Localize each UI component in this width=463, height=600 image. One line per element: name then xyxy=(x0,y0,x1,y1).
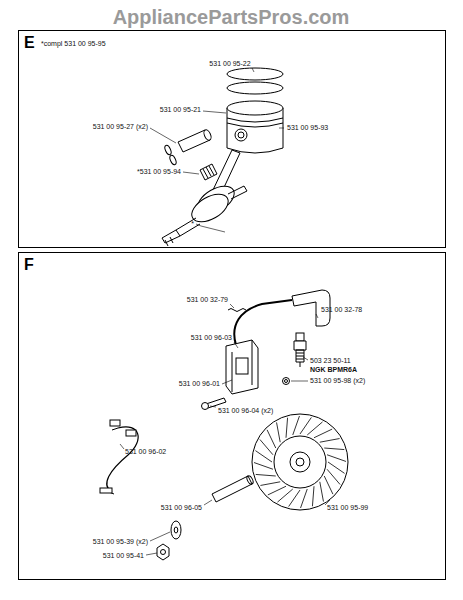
flywheel-fin xyxy=(260,482,280,486)
spark-plug xyxy=(294,333,306,367)
part-number: 531 00 95-98 (x2) xyxy=(309,377,366,385)
flywheel-fin xyxy=(255,451,272,462)
part-number: 531 00 95-99 xyxy=(326,504,369,512)
section-panel: F xyxy=(18,252,446,580)
leader-lines xyxy=(120,304,330,555)
ht-lead xyxy=(234,300,292,345)
flywheel-fin xyxy=(324,476,333,494)
part-number: 531 00 96-02 xyxy=(124,448,167,456)
section-letter: E xyxy=(24,34,35,52)
piston xyxy=(227,101,283,153)
flywheel-fin xyxy=(268,486,286,495)
flywheel-fin xyxy=(293,416,300,435)
part-number: 531 00 95-21 xyxy=(159,106,202,114)
part-number: 531 00 32-79 xyxy=(186,296,229,304)
needle-bearing xyxy=(200,164,217,180)
leader-lines xyxy=(150,68,284,232)
flywheel-fin xyxy=(314,429,332,438)
part-number: 531 00 95-41 xyxy=(102,552,145,560)
wire-harness xyxy=(100,420,138,494)
flywheel-fin xyxy=(324,448,344,450)
part-number: NGK BPMR6A xyxy=(309,366,358,374)
flywheel-key xyxy=(212,475,254,502)
flywheel-fin xyxy=(267,430,276,448)
part-number: *531 00 95-94 xyxy=(136,168,182,176)
part-number: 531 00 96-04 (x2) xyxy=(217,407,274,415)
crankshaft xyxy=(162,150,247,246)
watermark: AppliancePartsPros.com xyxy=(112,6,351,28)
flywheel-fin xyxy=(328,462,345,473)
part-number: *compl 531 00 95-95 xyxy=(40,40,107,48)
ignition-coil xyxy=(226,340,290,394)
terminal-spring xyxy=(228,309,246,312)
flywheel-fin xyxy=(307,422,322,435)
part-number: 531 00 96-01 xyxy=(178,380,221,388)
flywheel-fin xyxy=(320,439,340,443)
part-number: 531 00 95-39 (x2) xyxy=(92,538,149,546)
flywheel xyxy=(252,414,348,510)
flywheel-fin xyxy=(327,455,346,462)
piston-rings xyxy=(227,68,283,94)
part-number: 531 00 96-03 xyxy=(190,334,233,342)
part-number: 531 00 96-05 xyxy=(160,504,203,512)
flywheel-fin xyxy=(260,439,273,454)
flywheel-fin xyxy=(301,489,308,508)
flywheel-fin xyxy=(286,418,288,438)
flywheel-fin xyxy=(320,482,324,502)
part-number: 531 00 32-78 xyxy=(320,306,363,314)
flywheel-fin xyxy=(289,490,300,507)
flywheel-fin xyxy=(254,463,273,470)
part-number: 531 00 95-93 xyxy=(286,124,329,132)
section-letter: F xyxy=(24,256,34,274)
piston-pin xyxy=(164,129,213,166)
flywheel-fin xyxy=(256,474,276,476)
flywheel-fin xyxy=(277,489,292,502)
flywheel-fin xyxy=(300,417,311,434)
washer-and-nut xyxy=(157,521,181,560)
flywheel-fin xyxy=(327,469,340,484)
flywheel-fin xyxy=(277,422,281,442)
part-number: * xyxy=(190,220,195,228)
part-number: 531 00 95-22 xyxy=(208,60,251,68)
part-number: 503 23 50-11 xyxy=(309,357,352,365)
part-number: 531 00 95-27 (x2) xyxy=(92,123,149,131)
flywheel-fin xyxy=(312,486,314,506)
